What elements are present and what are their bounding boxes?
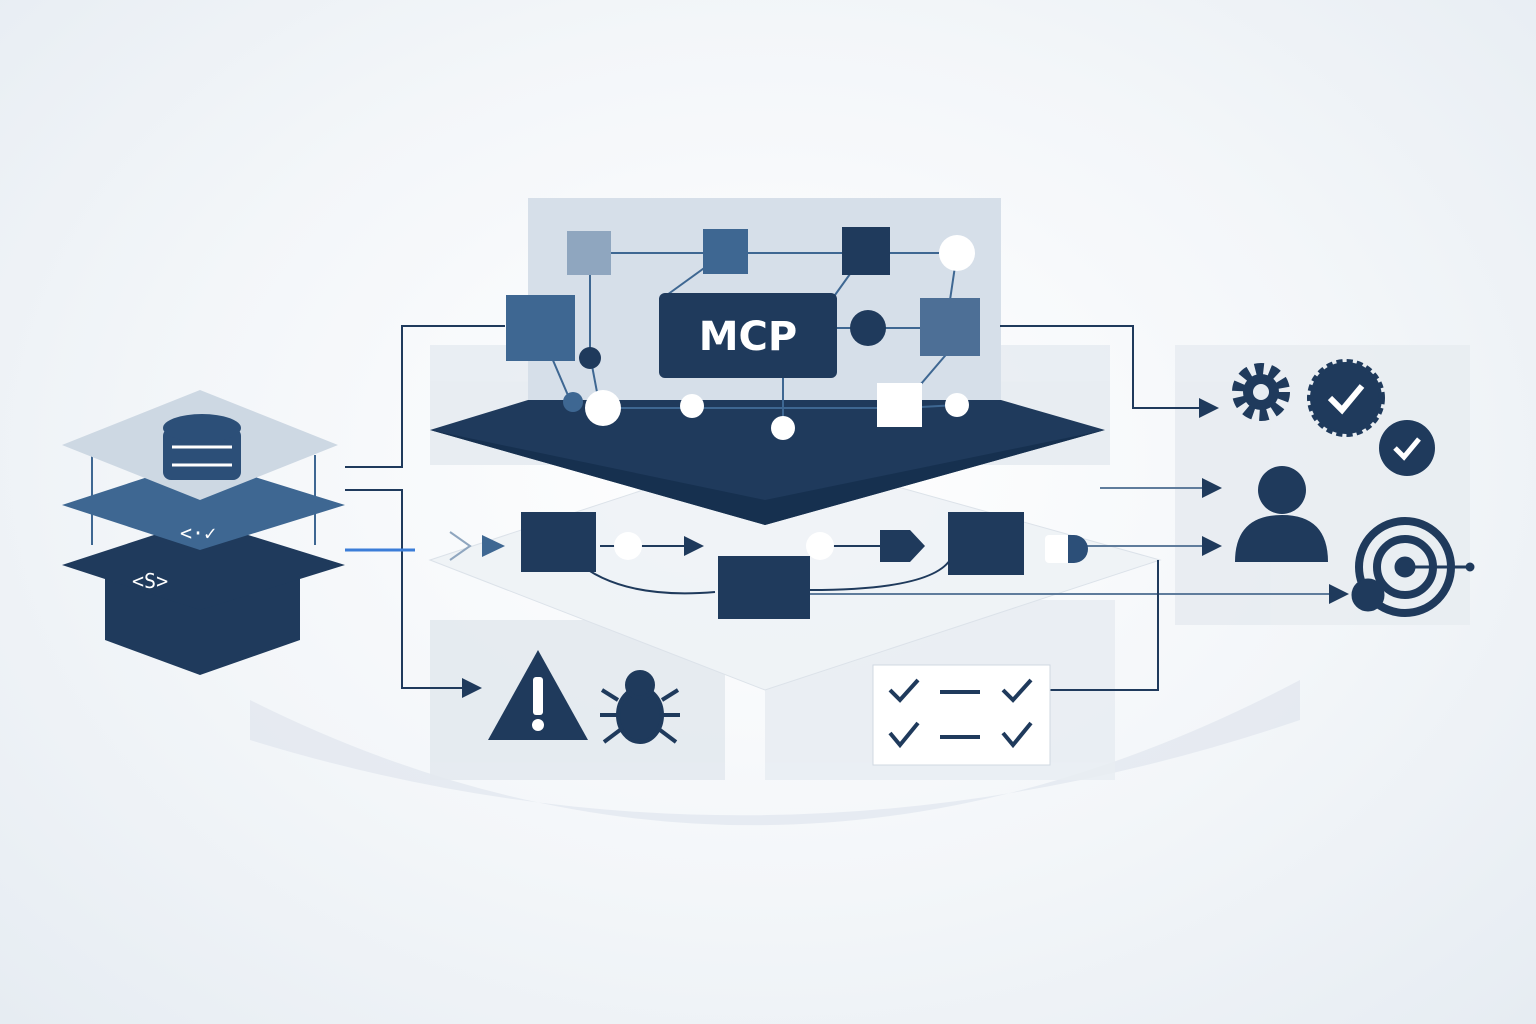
warning-icon	[488, 650, 588, 740]
mcp-hub-panel: MCP	[430, 198, 1105, 525]
verified-badge-icon	[1307, 359, 1385, 437]
checklist-icon	[872, 664, 1051, 766]
code-glyph-top: <·✓	[180, 521, 216, 545]
user-icon	[1235, 466, 1328, 562]
code-glyph-bottom: <S>	[132, 569, 168, 593]
flow-nodes	[449, 512, 1088, 619]
database-icon	[163, 414, 241, 480]
data-source-stack: <S> <·✓	[62, 390, 345, 675]
target-icon	[1351, 517, 1475, 617]
bug-icon	[600, 670, 680, 744]
mcp-label: MCP	[699, 314, 797, 360]
gear-icon	[1232, 363, 1290, 421]
mcp-label-box	[659, 293, 837, 378]
check-badge-icon	[1379, 420, 1435, 476]
